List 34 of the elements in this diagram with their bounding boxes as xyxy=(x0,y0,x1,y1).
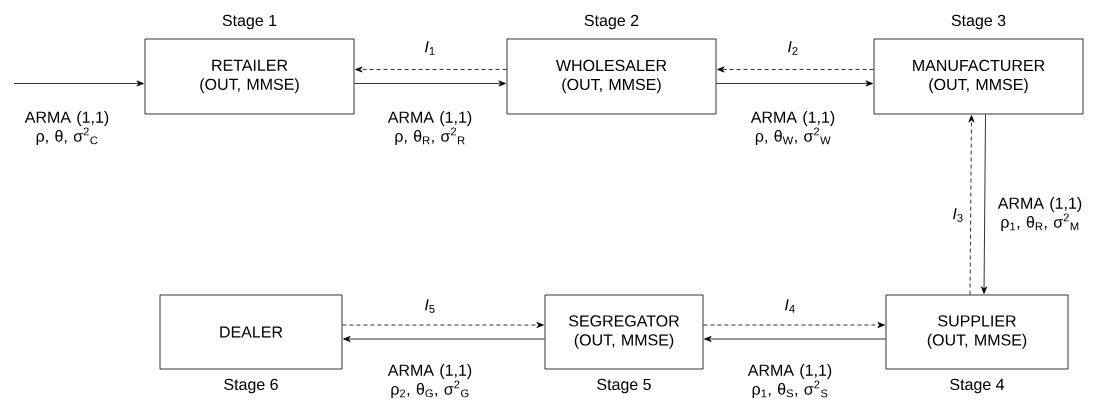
process-box: WHOLESALER (OUT, MMSE) xyxy=(506,38,717,115)
arrow xyxy=(13,80,144,87)
arrow xyxy=(703,322,885,328)
process-box: SUPPLIER (OUT, MMSE) xyxy=(885,294,1069,370)
arrow xyxy=(354,80,506,87)
stage-label: Stage 2 xyxy=(584,14,639,30)
edge-label: ARMA (1,1) ρ$_{1}$, θ$_{S}$, σ$^{2}$S xyxy=(741,363,839,399)
stage-label: Stage 3 xyxy=(951,14,1006,30)
arrow xyxy=(343,336,545,342)
edge-label: I$_{3}$ xyxy=(947,207,969,223)
edge-label: I$_{4}$ xyxy=(779,298,801,314)
edge-label: ARMA (1,1) ρ$_{2}$, θ$_{G}$, σ$^{2}$G xyxy=(381,363,479,399)
stage-label: Stage 4 xyxy=(950,378,1005,394)
edge-label: ARMA (1,1) ρ, θ$_{W}$, σ$^{2}$W xyxy=(744,110,842,146)
edge-label: I$_{2}$ xyxy=(782,40,804,56)
arrow xyxy=(717,66,874,73)
stage-label: Stage 6 xyxy=(224,378,278,394)
arrow xyxy=(716,80,873,87)
arrow xyxy=(355,66,507,73)
edge-label: ARMA (1,1) ρ$_{1}$, θ$_{R}$, σ$^{2}$M xyxy=(991,196,1089,232)
process-box: DEALER xyxy=(159,294,343,370)
arrow xyxy=(704,336,886,342)
edge-label: ARMA (1,1) ρ, θ$_{R}$, σ$^{2}$R xyxy=(381,110,479,146)
arrow xyxy=(981,114,988,294)
process-box: MANUFACTURER (OUT, MMSE) xyxy=(873,38,1084,115)
arrow xyxy=(968,115,975,295)
process-box: SEGREGATOR (OUT, MMSE) xyxy=(544,294,704,370)
edge-label: I$_{1}$ xyxy=(419,40,441,56)
process-box: RETAILER (OUT, MMSE) xyxy=(144,38,355,115)
arrow xyxy=(342,322,544,328)
stage-label: Stage 5 xyxy=(597,378,651,394)
stage-label: Stage 1 xyxy=(222,14,277,30)
edge-label: I$_{5}$ xyxy=(419,298,441,314)
edge-label: ARMA (1,1) ρ, θ, σ$^{2}$C xyxy=(18,110,116,146)
